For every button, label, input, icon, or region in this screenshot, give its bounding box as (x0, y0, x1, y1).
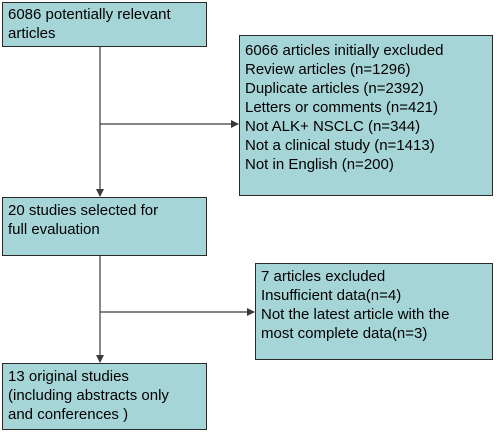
box-text-line: and conferences ) (8, 406, 129, 423)
box-text-line: 20 studies selected for (8, 202, 159, 219)
exclusion-reason: Not a clinical study (n=1413) (245, 137, 435, 154)
exclusion-reason: Insufficient data(n=4) (261, 287, 402, 304)
exclusion-reason: most complete data(n=3) (261, 325, 428, 342)
box-text-line: articles (8, 25, 56, 42)
exclusion-reason: Letters or comments (n=421) (245, 99, 439, 116)
later-exclusions-box: 7 articles excluded Insufficient data(n=… (255, 263, 493, 360)
box-text-line: 6086 potentially relevant (8, 6, 171, 23)
initial-records-box: 6086 potentially relevant articles (2, 2, 207, 47)
full-evaluation-box: 20 studies selected for full evaluation (2, 197, 207, 256)
box-text-line: 13 original studies (8, 368, 129, 385)
exclusions-total-label: 6066 articles initially excluded (245, 42, 444, 59)
box-text-line: full evaluation (8, 221, 100, 238)
exclusions-total-label: 7 articles excluded (261, 268, 386, 285)
initial-exclusions-box: 6066 articles initially excluded Review … (239, 35, 493, 196)
box-text-line: (including abstracts only (8, 387, 169, 404)
exclusion-reason: Review articles (n=1296) (245, 61, 411, 78)
exclusion-reason: Not in English (n=200) (245, 156, 394, 173)
exclusion-reason: Not the latest article with the (261, 306, 450, 323)
exclusion-reason: Duplicate articles (n=2392) (245, 80, 424, 97)
final-studies-box: 13 original studies (including abstracts… (2, 363, 207, 430)
exclusion-reason: Not ALK+ NSCLC (n=344) (245, 118, 421, 135)
